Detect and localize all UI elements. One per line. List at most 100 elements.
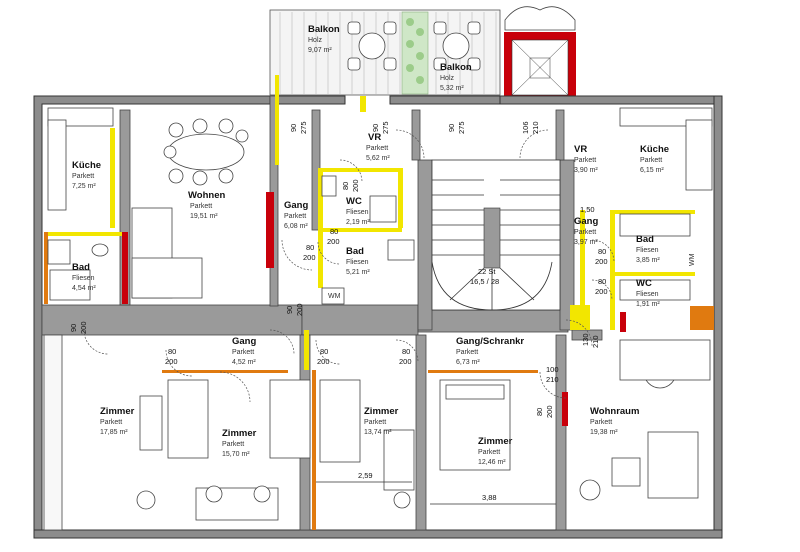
svg-text:Parkett: Parkett [366,145,388,152]
dim-label: 80 [598,277,606,286]
room-bad-left: Bad Fliesen 4,54 m² [72,262,96,292]
room-wohnen: Wohnen Parkett 19,51 m² [188,190,225,220]
svg-text:Fliesen: Fliesen [636,247,659,254]
svg-text:Parkett: Parkett [590,419,612,426]
room-kueche-right: Küche Parkett 6,15 m² [640,144,669,174]
door-swings [83,129,615,403]
svg-text:Küche: Küche [72,160,101,171]
room-zimmer-3: Zimmer Parkett 13,74 m² [364,406,399,436]
dim-label: 80 [168,347,176,356]
room-zimmer-1: Zimmer Parkett 17,85 m² [100,406,135,436]
svg-text:Balkon: Balkon [308,24,340,35]
room-labels: Balkon Holz 9,07 m² Balkon Holz 5,32 m² … [72,24,669,466]
dim-label: 200 [595,257,608,266]
dim-label: 90 [289,124,298,132]
dim-label: 2,59 [358,471,373,480]
appliance-labels: WM WM [328,253,696,300]
dim-label: 90 [69,324,78,332]
dim-label: 210 [591,335,600,348]
svg-text:3,97 m²: 3,97 m² [574,239,598,246]
svg-text:19,38 m²: 19,38 m² [590,429,618,436]
room-gang-schrank: Gang/Schrankr Parkett 6,73 m² [456,336,524,366]
dim-label: 200 [595,287,608,296]
svg-text:Holz: Holz [308,37,323,44]
svg-text:WC: WC [346,196,362,207]
svg-text:6,08 m²: 6,08 m² [284,223,308,230]
svg-text:Parkett: Parkett [640,157,662,164]
dim-label: 80 [598,247,606,256]
room-gang-right: Gang Parkett 3,97 m² [574,216,598,246]
furniture [43,107,713,531]
svg-text:Parkett: Parkett [574,157,596,164]
svg-text:Bad: Bad [346,246,364,257]
washing-machine-label: WM [689,253,696,266]
balcony-area [269,6,576,96]
dim-label: 200 [545,405,554,418]
dim-label: 275 [381,121,390,134]
room-balkon-wood: Balkon Holz 9,07 m² [308,24,340,54]
room-gang-mid: Gang Parkett 4,52 m² [232,336,256,366]
orange-walls [44,232,714,530]
svg-text:Parkett: Parkett [232,349,254,356]
red-walls [122,192,626,426]
svg-text:Zimmer: Zimmer [100,406,135,417]
staircase: 22 St 16,5 / 28 [431,159,561,311]
room-wohnraum: Wohnraum Parkett 19,38 m² [590,406,639,436]
svg-text:Gang/Schrankr: Gang/Schrankr [456,336,524,347]
svg-text:6,15 m²: 6,15 m² [640,167,664,174]
dimension-labels: 90 275 90 275 90 275 106 210 80 200 80 2… [69,121,608,505]
dim-label: 200 [79,321,88,334]
dim-label: 80 [402,347,410,356]
svg-text:Fliesen: Fliesen [72,275,95,282]
room-gang-left: Gang Parkett 6,08 m² [284,200,308,230]
dim-label: 80 [330,227,338,236]
svg-text:7,25 m²: 7,25 m² [72,183,96,190]
svg-text:5,21 m²: 5,21 m² [346,269,370,276]
dim-label: 100 [546,365,559,374]
svg-text:9,07 m²: 9,07 m² [308,47,332,54]
stairs-ratio: 16,5 / 28 [470,277,499,286]
svg-text:5,62 m²: 5,62 m² [366,155,390,162]
svg-text:4,54 m²: 4,54 m² [72,285,96,292]
room-vr-left: VR Parkett 5,62 m² [366,132,390,162]
svg-text:VR: VR [574,144,587,155]
svg-text:15,70 m²: 15,70 m² [222,451,250,458]
svg-text:Parkett: Parkett [364,419,386,426]
svg-text:5,32 m²: 5,32 m² [440,85,464,92]
dim-label: 200 [303,253,316,262]
dim-label: 275 [299,121,308,134]
dim-label: 200 [351,179,360,192]
exterior-walls [33,95,723,539]
svg-text:VR: VR [368,132,381,143]
svg-text:Balkon: Balkon [440,62,472,73]
svg-text:3,90 m²: 3,90 m² [574,167,598,174]
svg-text:13,74 m²: 13,74 m² [364,429,392,436]
svg-text:Parkett: Parkett [222,441,244,448]
svg-text:6,73 m²: 6,73 m² [456,359,480,366]
dim-label: 80 [306,243,314,252]
room-zimmer-2: Zimmer Parkett 15,70 m² [222,428,257,458]
dim-label: 106 [521,121,530,134]
room-vr-right: VR Parkett 3,90 m² [574,144,598,174]
svg-text:Bad: Bad [636,234,654,245]
room-balkon-right: Balkon Holz 5,32 m² [440,62,472,92]
svg-text:3,85 m²: 3,85 m² [636,257,660,264]
svg-text:Parkett: Parkett [574,229,596,236]
svg-text:Fliesen: Fliesen [636,291,659,298]
room-bad-right: Bad Fliesen 3,85 m² [636,234,660,264]
dim-label: 200 [327,237,340,246]
svg-text:4,52 m²: 4,52 m² [232,359,256,366]
room-wc-left: WC Fliesen 2,19 m² [346,196,370,226]
dim-label: 1,50 [580,205,595,214]
room-wc-right: WC Fliesen 1,91 m² [636,278,660,308]
svg-text:2,19 m²: 2,19 m² [346,219,370,226]
svg-text:WC: WC [636,278,652,289]
room-bad-mid: Bad Fliesen 5,21 m² [346,246,370,276]
svg-text:Küche: Küche [640,144,669,155]
dim-label: 90 [285,306,294,314]
svg-text:Parkett: Parkett [478,449,500,456]
dim-label: 90 [371,124,380,132]
svg-text:Parkett: Parkett [72,173,94,180]
svg-text:Zimmer: Zimmer [364,406,399,417]
